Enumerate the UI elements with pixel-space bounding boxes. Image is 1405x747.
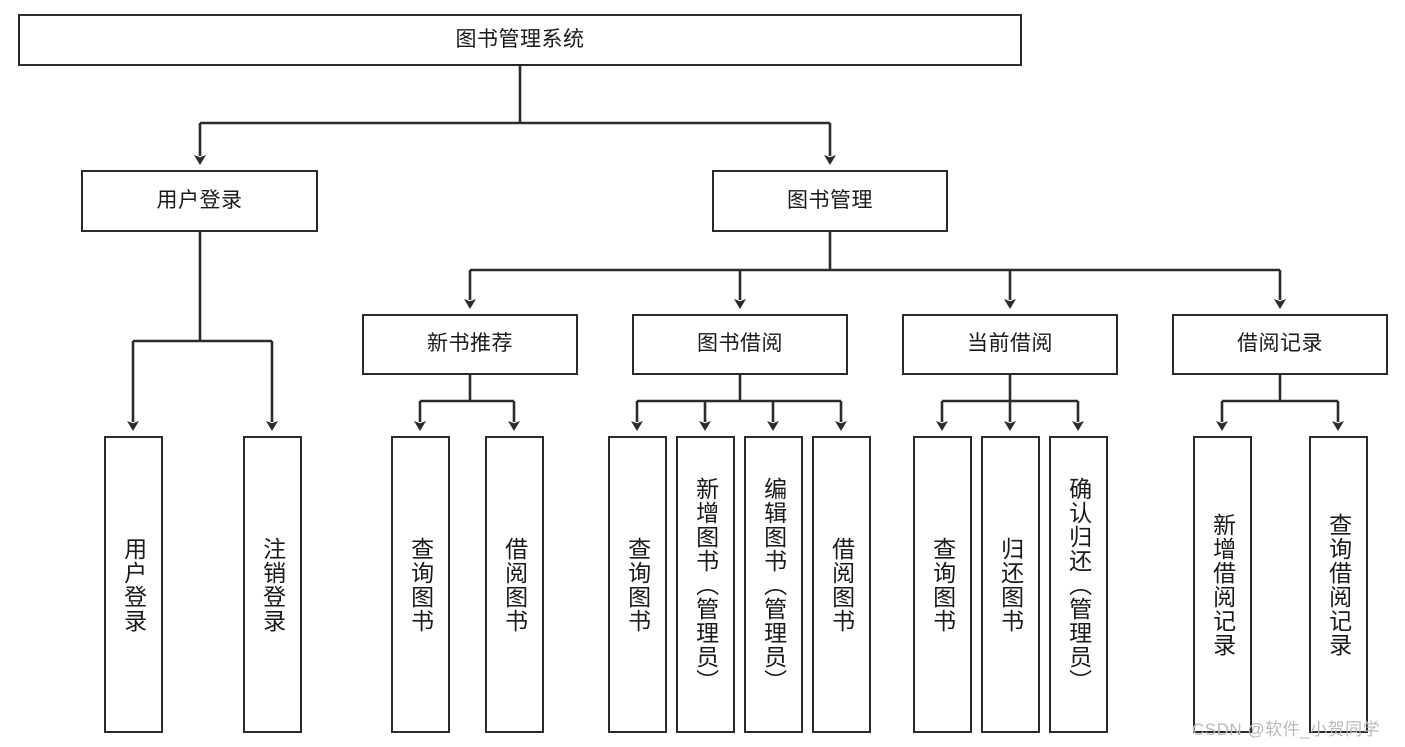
node-borrow-record[interactable]: 借阅记录 [1172, 314, 1388, 375]
leaf-user-login-login[interactable]: 用户登录 [104, 436, 163, 733]
node-label: 查询图书 [624, 536, 651, 633]
node-root-book-management-system[interactable]: 图书管理系统 [18, 14, 1022, 66]
leaf-book-borrow-edit-book-admin[interactable]: 编辑图书（管理员） [744, 436, 803, 733]
node-label: 确认归还（管理员） [1065, 476, 1092, 693]
node-label: 新增借阅记录 [1209, 512, 1236, 657]
leaf-new-book-query-book[interactable]: 查询图书 [391, 436, 450, 733]
node-label: 当前借阅 [967, 332, 1053, 356]
leaf-borrow-record-add-record[interactable]: 新增借阅记录 [1193, 436, 1252, 733]
leaf-book-borrow-query-book[interactable]: 查询图书 [608, 436, 667, 733]
node-new-book-recommend[interactable]: 新书推荐 [362, 314, 578, 375]
leaf-user-login-logout[interactable]: 注销登录 [243, 436, 302, 733]
node-label: 借阅图书 [828, 536, 855, 633]
node-book-management[interactable]: 图书管理 [712, 170, 948, 232]
node-label: 查询图书 [929, 536, 956, 633]
node-label: 归还图书 [997, 536, 1024, 633]
node-label: 图书借阅 [697, 332, 783, 356]
node-label: 图书管理 [787, 188, 873, 212]
leaf-new-book-borrow-book[interactable]: 借阅图书 [485, 436, 544, 733]
node-user-login[interactable]: 用户登录 [81, 170, 318, 232]
node-label: 查询借阅记录 [1325, 512, 1352, 657]
leaf-book-borrow-borrow-book[interactable]: 借阅图书 [812, 436, 871, 733]
node-label: 图书管理系统 [455, 27, 585, 51]
node-label: 用户登录 [120, 536, 147, 633]
node-label: 新增图书（管理员） [692, 476, 719, 693]
node-label: 新书推荐 [427, 332, 513, 356]
node-label: 查询图书 [407, 536, 434, 633]
node-label: 编辑图书（管理员） [760, 476, 787, 693]
node-label: 注销登录 [259, 536, 286, 633]
csdn-watermark: CSDN @软件_小贺同学 [1192, 720, 1381, 739]
node-label: 用户登录 [156, 188, 243, 212]
node-current-borrow[interactable]: 当前借阅 [902, 314, 1118, 375]
leaf-current-borrow-return-book[interactable]: 归还图书 [981, 436, 1040, 733]
leaf-book-borrow-add-book-admin[interactable]: 新增图书（管理员） [676, 436, 735, 733]
leaf-current-borrow-confirm-return-admin[interactable]: 确认归还（管理员） [1049, 436, 1108, 733]
node-book-borrow[interactable]: 图书借阅 [632, 314, 848, 375]
node-label: 借阅图书 [501, 536, 528, 633]
leaf-current-borrow-query-book[interactable]: 查询图书 [913, 436, 972, 733]
node-label: 借阅记录 [1237, 332, 1323, 356]
leaf-borrow-record-query-record[interactable]: 查询借阅记录 [1309, 436, 1368, 733]
